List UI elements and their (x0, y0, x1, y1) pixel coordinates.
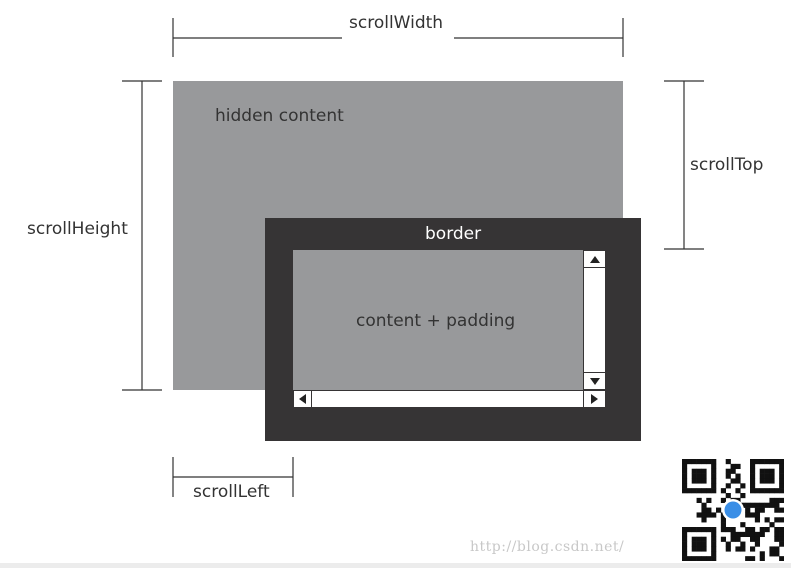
scroll-down-button[interactable] (583, 372, 606, 390)
scroll-width-label: scrollWidth (349, 13, 444, 33)
vertical-scrollbar[interactable] (583, 250, 606, 390)
scroll-top-label-bg (686, 152, 772, 178)
scroll-left-label-bg (188, 478, 280, 504)
bottom-strip (0, 563, 791, 568)
scroll-left-bracket (172, 457, 294, 497)
triangle-right-icon (591, 394, 598, 404)
watermark-text: http://blog.csdn.net/ (470, 539, 625, 555)
triangle-up-icon (589, 255, 600, 263)
scroll-top-bracket (664, 80, 704, 250)
scroll-height-label-bg (22, 216, 140, 242)
triangle-left-icon (299, 394, 306, 404)
scroll-height-bracket (122, 80, 162, 391)
scroll-height-label: scrollHeight (27, 219, 128, 239)
scroll-up-button[interactable] (583, 250, 606, 268)
horizontal-scrollbar[interactable] (293, 390, 606, 408)
triangle-down-icon (589, 377, 600, 385)
border-label: border (425, 224, 482, 244)
qr-code-icon (682, 459, 784, 561)
content-padding-label: content + padding (356, 311, 516, 331)
content-padding-area (293, 250, 583, 390)
scroll-left-button[interactable] (293, 390, 312, 408)
hidden-content-label: hidden content (215, 106, 344, 126)
scroll-width-label-bg (342, 10, 454, 40)
scroll-top-label: scrollTop (690, 155, 764, 175)
scroll-left-label: scrollLeft (193, 482, 270, 502)
scroll-right-button[interactable] (583, 390, 606, 408)
